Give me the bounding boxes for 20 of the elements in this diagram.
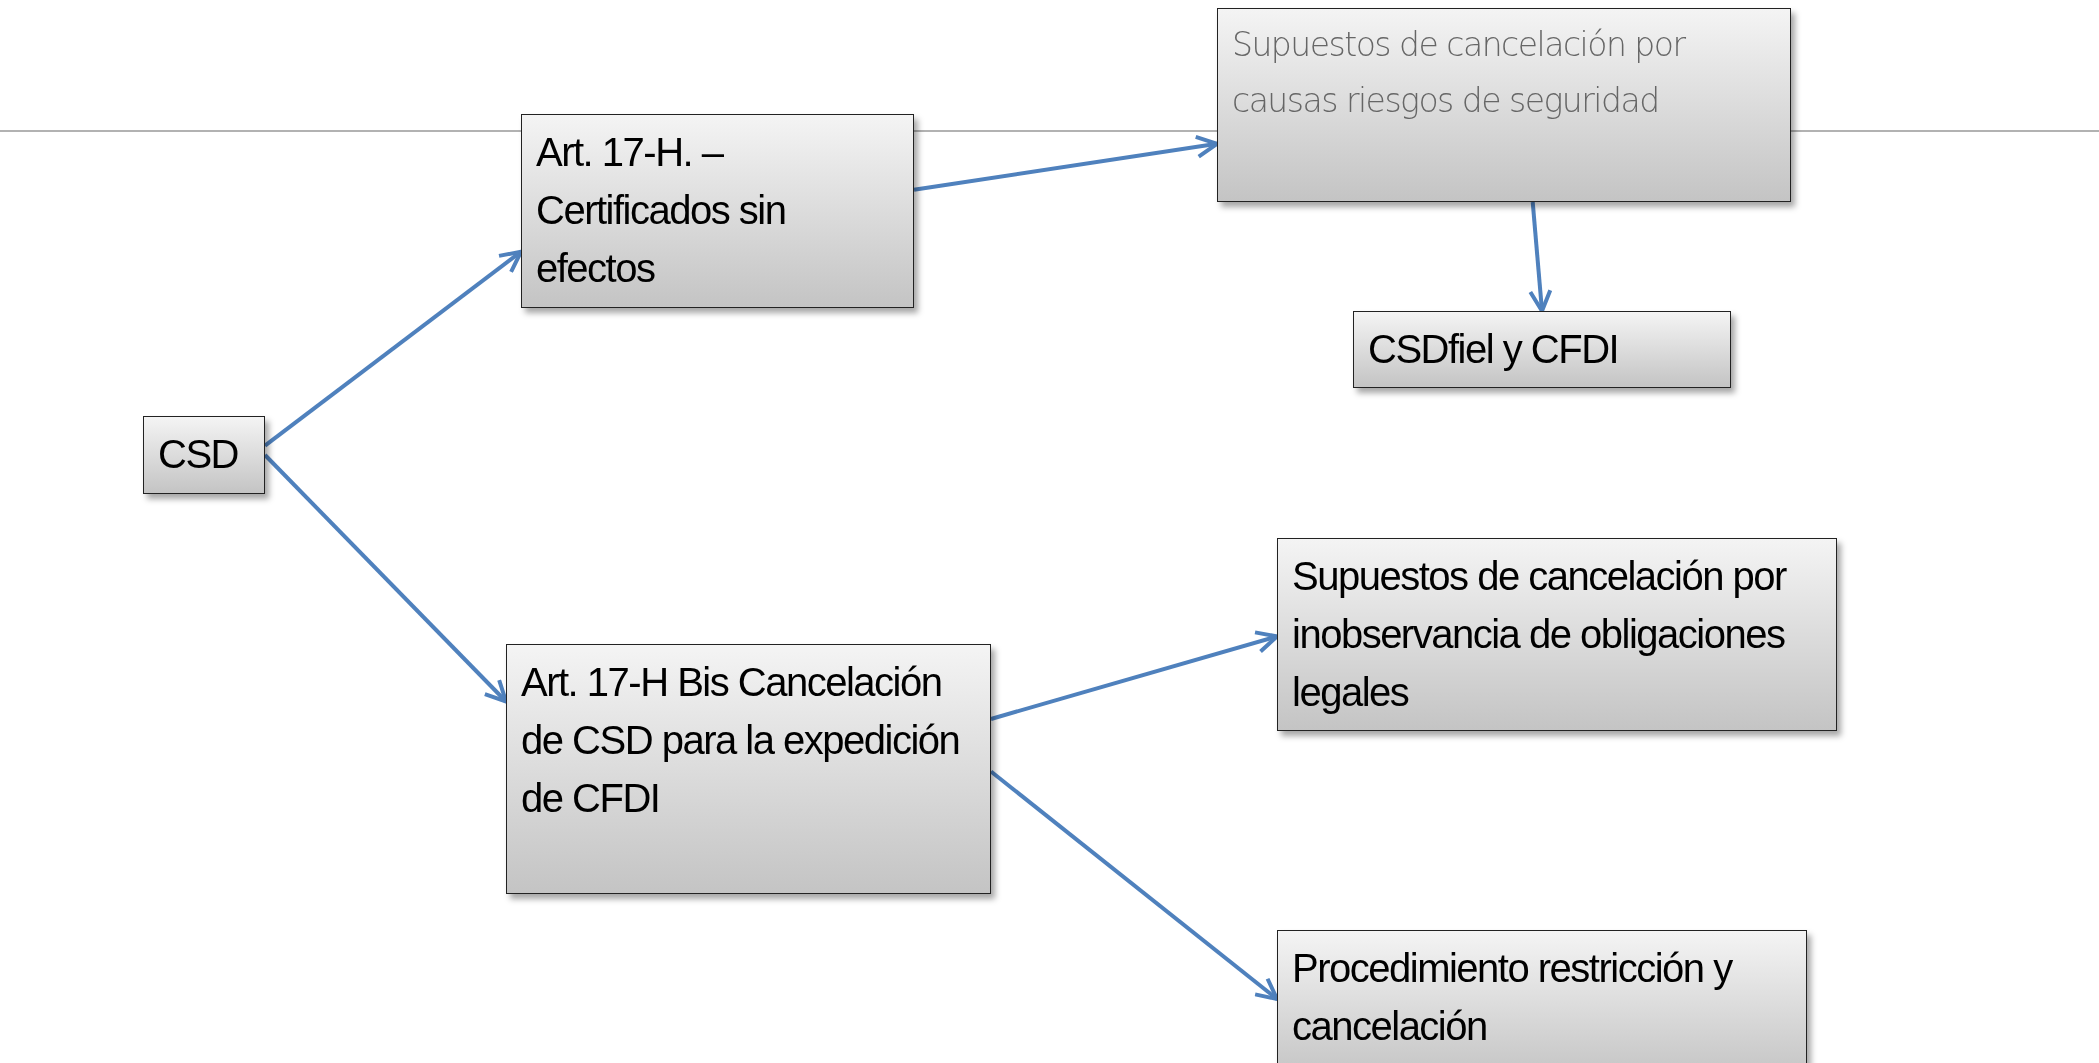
box-label: Art. 17-H. – Certificados sin efectos: [536, 129, 787, 292]
process-box: [1353, 311, 1731, 388]
process-box: [1277, 930, 1807, 1063]
process-box: [521, 114, 914, 308]
arrow: [989, 769, 1279, 1001]
box-label: Supuestos de cancelación por inobservancia de obligaciones legales: [1292, 553, 1788, 716]
process-box: [143, 416, 265, 494]
box-label: Procedimiento restricción y cancelación: [1292, 945, 1734, 1050]
arrow: [263, 453, 508, 704]
arrow: [913, 134, 1219, 192]
process-box: [1217, 8, 1791, 202]
box-label: CSDfiel y CFDI: [1368, 326, 1620, 373]
box-label: Supuestos de cancelación por causas riesgos de seguridad: [1232, 24, 1687, 123]
arrow: [263, 249, 523, 448]
process-box: [506, 644, 991, 894]
arrow: [990, 630, 1279, 721]
box-label: Art. 17-H Bis Cancelación de CSD para la expedición de CFDI: [521, 659, 961, 822]
arrow: [1528, 201, 1553, 313]
process-box: [1277, 538, 1837, 731]
box-label: CSD: [158, 431, 239, 478]
